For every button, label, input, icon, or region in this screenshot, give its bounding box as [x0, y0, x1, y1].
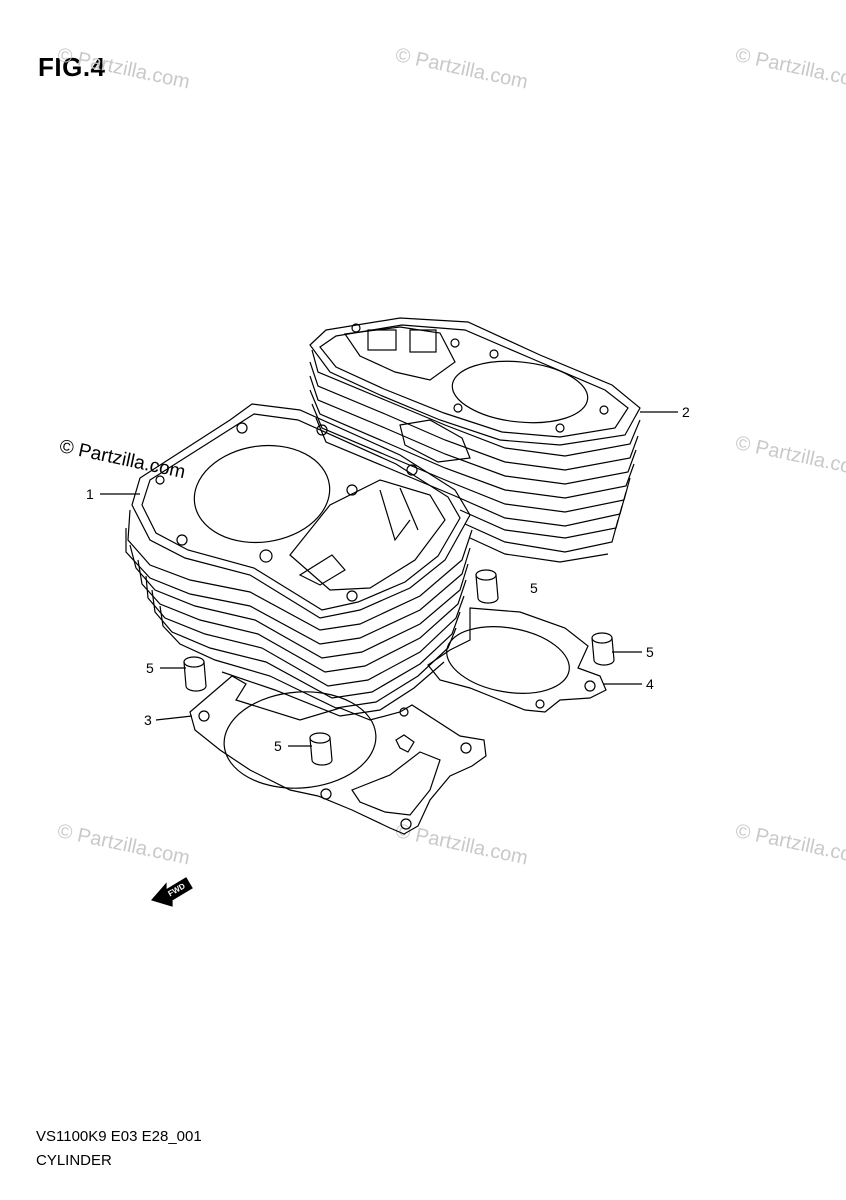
dowel-pin [475, 569, 499, 604]
callout-part-5: 5 [530, 580, 538, 596]
dowel-pin [591, 632, 615, 666]
dowel-pin-top [309, 732, 331, 744]
front-cylinder [125, 403, 473, 717]
rear-cylinder-fin [311, 403, 631, 513]
callout-part-1: 1 [86, 486, 94, 502]
rear-cylinder-fin [469, 537, 609, 563]
figure-code: VS1100K9 E03 E28_001 [36, 1128, 202, 1145]
rear-cylinder-fin [309, 375, 637, 485]
rear-cylinder-cavity-window [409, 329, 437, 353]
front-gasket-hole [320, 788, 332, 800]
dowel-pin-top [475, 569, 497, 581]
rear-cylinder-fin [309, 389, 635, 499]
front-gasket-hole [400, 818, 412, 830]
rear-gasket-hole [584, 680, 596, 692]
rear-gasket-outline [427, 607, 607, 713]
dowel-pin-body [591, 637, 615, 666]
rear-cylinder [309, 317, 641, 563]
front-cylinder-fin [125, 528, 471, 645]
callout-part-2: 2 [682, 404, 690, 420]
rear-cylinder-bolt-hole [351, 323, 361, 333]
front-cylinder-top-deck [131, 403, 471, 619]
front-cylinder-bolt-hole [236, 422, 248, 434]
rear-cylinder-bolt-hole [453, 403, 463, 413]
front-cylinder-deck-inner [141, 413, 461, 611]
front-gasket-chain-slot [351, 751, 441, 816]
rear-gasket-hole [535, 699, 545, 709]
rear-cylinder-bolt-hole [555, 423, 565, 433]
rear-base-gasket [427, 607, 607, 713]
rear-cylinder-cavity-window [367, 329, 397, 351]
front-gasket-outline [189, 675, 487, 835]
rear-cylinder-bolt-hole [450, 338, 460, 348]
dowel-pin [183, 656, 207, 692]
front-gasket-hole [399, 707, 409, 717]
front-cylinder-bolt-hole [346, 484, 358, 496]
front-cylinder-bore [193, 444, 331, 544]
rear-cylinder-bolt-hole [599, 405, 609, 415]
rear-cylinder-bore [451, 360, 589, 424]
front-gasket-hole [460, 742, 472, 754]
dowel-pin-top [183, 656, 205, 668]
rear-cylinder-deck-inner [319, 324, 629, 438]
front-cylinder-fin [145, 575, 465, 687]
callout-part-5: 5 [274, 738, 282, 754]
front-cylinder-fin [129, 544, 469, 659]
fwd-arrow-icon: FWD [150, 877, 193, 907]
callout-part-5: 5 [646, 644, 654, 660]
rear-cylinder-chain-cavity [343, 326, 456, 381]
front-cylinder-cavity-detail [298, 554, 346, 586]
dowel-pin [309, 732, 333, 766]
front-gasket-bore [223, 691, 377, 789]
figure-title: FIG.4 [38, 52, 106, 82]
front-cylinder-bolt-hole [155, 475, 165, 485]
front-cylinder-bolt-hole [406, 464, 418, 476]
front-cylinder-fin [221, 661, 445, 717]
dowel-pin-body [309, 737, 333, 766]
front-cylinder-bolt-hole [176, 534, 188, 546]
front-cylinder-bolt-hole [316, 424, 328, 436]
leader-line-part-3 [155, 715, 193, 721]
rear-gasket-bore [446, 626, 570, 694]
dowel-pin-body [183, 661, 207, 692]
rear-cylinder-fin [464, 519, 619, 553]
front-cylinder-fin [151, 589, 461, 699]
front-cylinder-chain-cavity [289, 479, 446, 591]
rear-cylinder-bolt-hole [489, 349, 499, 359]
rear-cylinder-fin [311, 349, 641, 457]
front-cylinder-bolt-hole [259, 549, 273, 563]
rear-cylinder-port [399, 419, 471, 463]
dowel-pin-top [591, 632, 613, 644]
rear-cylinder-top-deck [309, 317, 641, 446]
front-base-gasket [189, 675, 487, 835]
front-cylinder-cavity-detail [379, 489, 411, 542]
dowel-pin-body [475, 574, 499, 604]
figure-name: CYLINDER [36, 1152, 112, 1169]
front-cylinder-cavity-detail [399, 487, 419, 531]
fwd-arrow-shape [150, 877, 193, 907]
front-gasket-slot [395, 734, 415, 753]
front-cylinder-fin [127, 509, 473, 631]
callout-part-5: 5 [146, 660, 154, 676]
front-cylinder-fin [137, 559, 467, 673]
rear-cylinder-fin [309, 361, 639, 471]
front-gasket-hole [198, 710, 210, 722]
callout-part-3: 3 [144, 712, 152, 728]
front-cylinder-bolt-hole [346, 590, 358, 602]
callout-part-4: 4 [646, 676, 654, 692]
